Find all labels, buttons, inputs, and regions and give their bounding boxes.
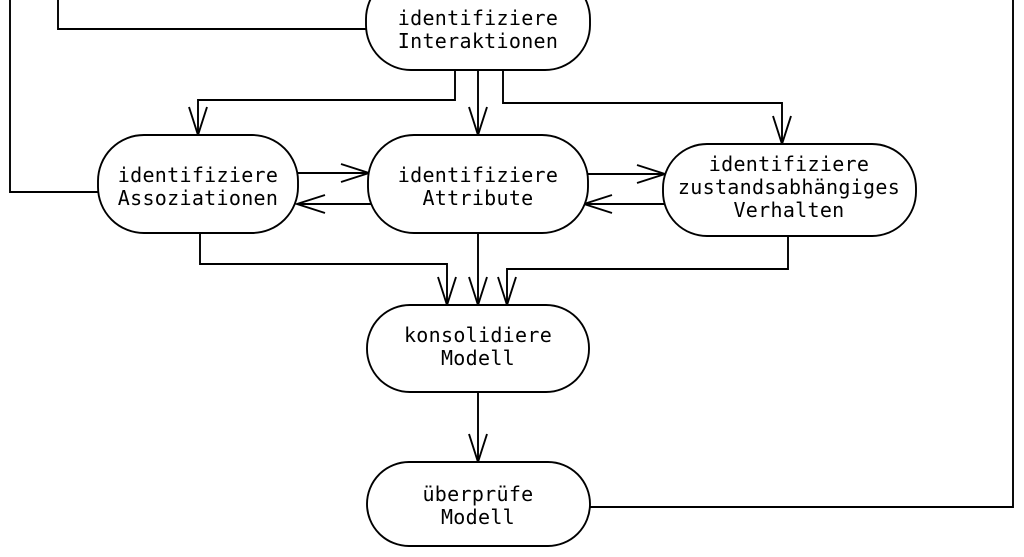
edge-assoziationen-to-attribute: [295, 163, 373, 183]
node-assoziationen-label-line2: Assoziationen: [118, 186, 278, 210]
node-attribute-label-line2: Attribute: [422, 186, 533, 210]
node-konsolidiere-label-line1: konsolidiere: [404, 323, 552, 347]
node-ueberpruefe: überprüfe Modell: [366, 461, 591, 547]
edge-interaktionen-to-attribute: [468, 70, 488, 139]
node-interaktionen-label-line2: Interaktionen: [398, 29, 558, 53]
edge-konsolidiere-to-ueberpruefe: [468, 392, 488, 466]
node-attribute-label-line1: identifiziere: [398, 163, 558, 187]
edge-interaktionen-to-assoziationen: [188, 70, 456, 139]
node-assoziationen-shape: [97, 134, 299, 234]
edge-ueberpruefe-feedback-right: [590, 0, 1014, 508]
node-verhalten-label-line2: zustandsabhängiges: [678, 175, 900, 199]
edge-feedback-left-to-interaktionen: [57, 0, 367, 30]
node-attribute: identifiziere Attribute: [367, 134, 589, 234]
node-konsolidiere-shape: [366, 304, 590, 393]
node-interaktionen-label-line1: identifiziere: [398, 6, 558, 30]
node-ueberpruefe-label-line2: Modell: [441, 505, 515, 529]
edge-attribute-to-konsolidiere: [468, 233, 488, 309]
edge-verhalten-to-attribute: [580, 194, 665, 214]
edge-feedback-left-to-assoziationen: [9, 0, 99, 193]
node-attribute-shape: [367, 134, 589, 234]
edge-assoziationen-to-konsolidiere: [199, 233, 457, 309]
node-konsolidiere: konsolidiere Modell: [366, 304, 590, 393]
edge-attribute-to-verhalten: [587, 164, 669, 184]
node-verhalten-shape: [662, 143, 917, 237]
node-interaktionen: identifiziere Interaktionen: [365, 0, 591, 71]
node-konsolidiere-label-line2: Modell: [441, 346, 515, 370]
node-layer: identifiziere Interaktionen identifizier…: [97, 0, 917, 547]
node-assoziationen: identifiziere Assoziationen: [97, 134, 299, 234]
node-verhalten-label-line3: Verhalten: [733, 198, 844, 222]
node-interaktionen-shape: [365, 0, 591, 71]
node-ueberpruefe-label-line1: überprüfe: [422, 482, 533, 506]
edge-layer: [9, 0, 1014, 508]
node-verhalten-label-line1: identifiziere: [709, 152, 869, 176]
edge-attribute-to-assoziationen: [293, 194, 373, 214]
node-ueberpruefe-shape: [366, 461, 591, 547]
edge-interaktionen-to-verhalten: [502, 70, 792, 148]
edge-verhalten-to-konsolidiere: [497, 236, 789, 309]
node-verhalten: identifiziere zustandsabhängiges Verhalt…: [662, 143, 917, 237]
node-assoziationen-label-line1: identifiziere: [118, 163, 278, 187]
